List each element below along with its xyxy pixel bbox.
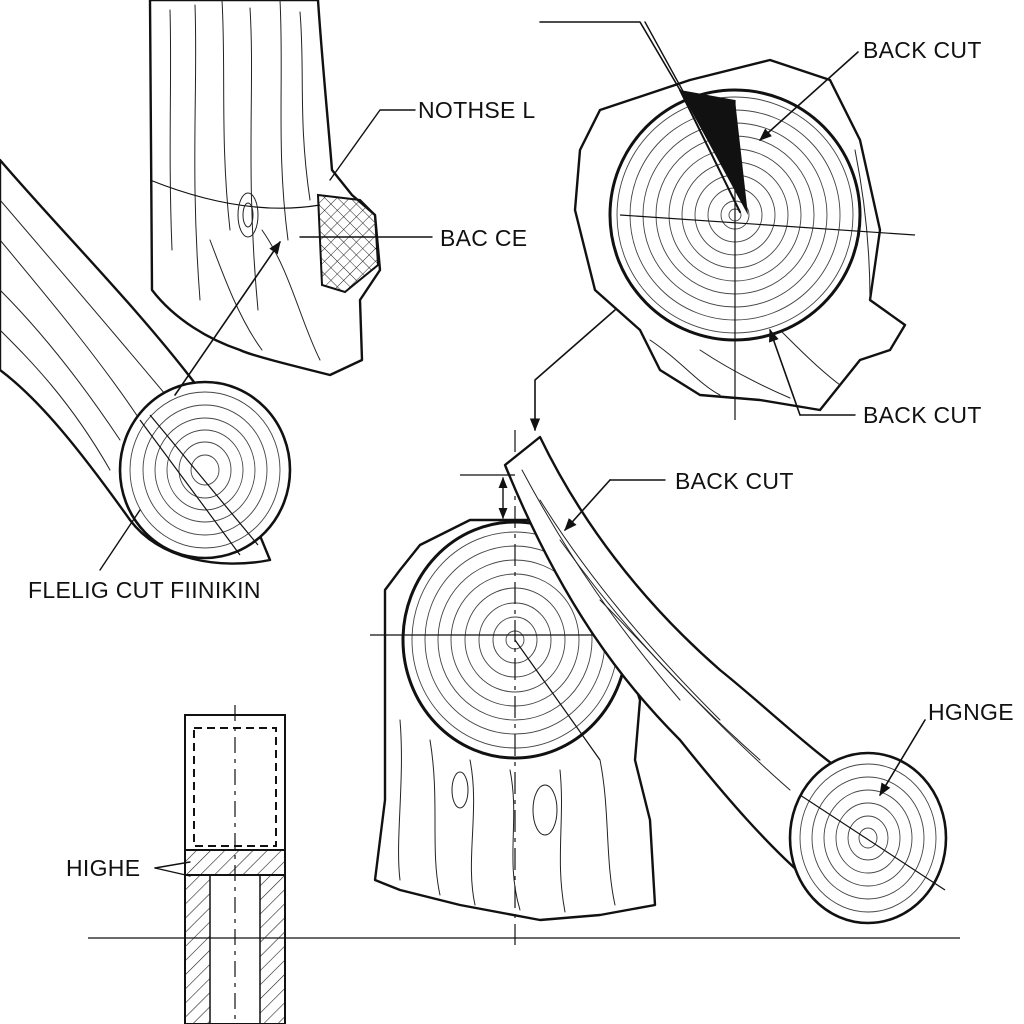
leader-lines <box>99 21 926 877</box>
bac-ce-label: BAC CE <box>440 225 527 251</box>
back-cut-label-mid-right: BACK CUT <box>863 402 982 428</box>
leaning-log-end <box>788 751 948 925</box>
hinge-label-right: HGNGE <box>928 699 1014 725</box>
notch-label: NOTHSE L <box>418 97 535 123</box>
upper-left-trunk <box>148 0 382 377</box>
back-cut-label-center: BACK CUT <box>675 468 794 494</box>
felling-cut-label: FLELIG CUT FIINIKIN <box>28 577 261 603</box>
back-cut-label-top-right: BACK CUT <box>863 37 982 63</box>
upper-left-log-end <box>118 380 292 560</box>
hinge-elevation <box>184 705 286 1024</box>
upper-right-stump-face <box>608 88 916 420</box>
hinge-label-left: HIGHE <box>66 855 140 881</box>
